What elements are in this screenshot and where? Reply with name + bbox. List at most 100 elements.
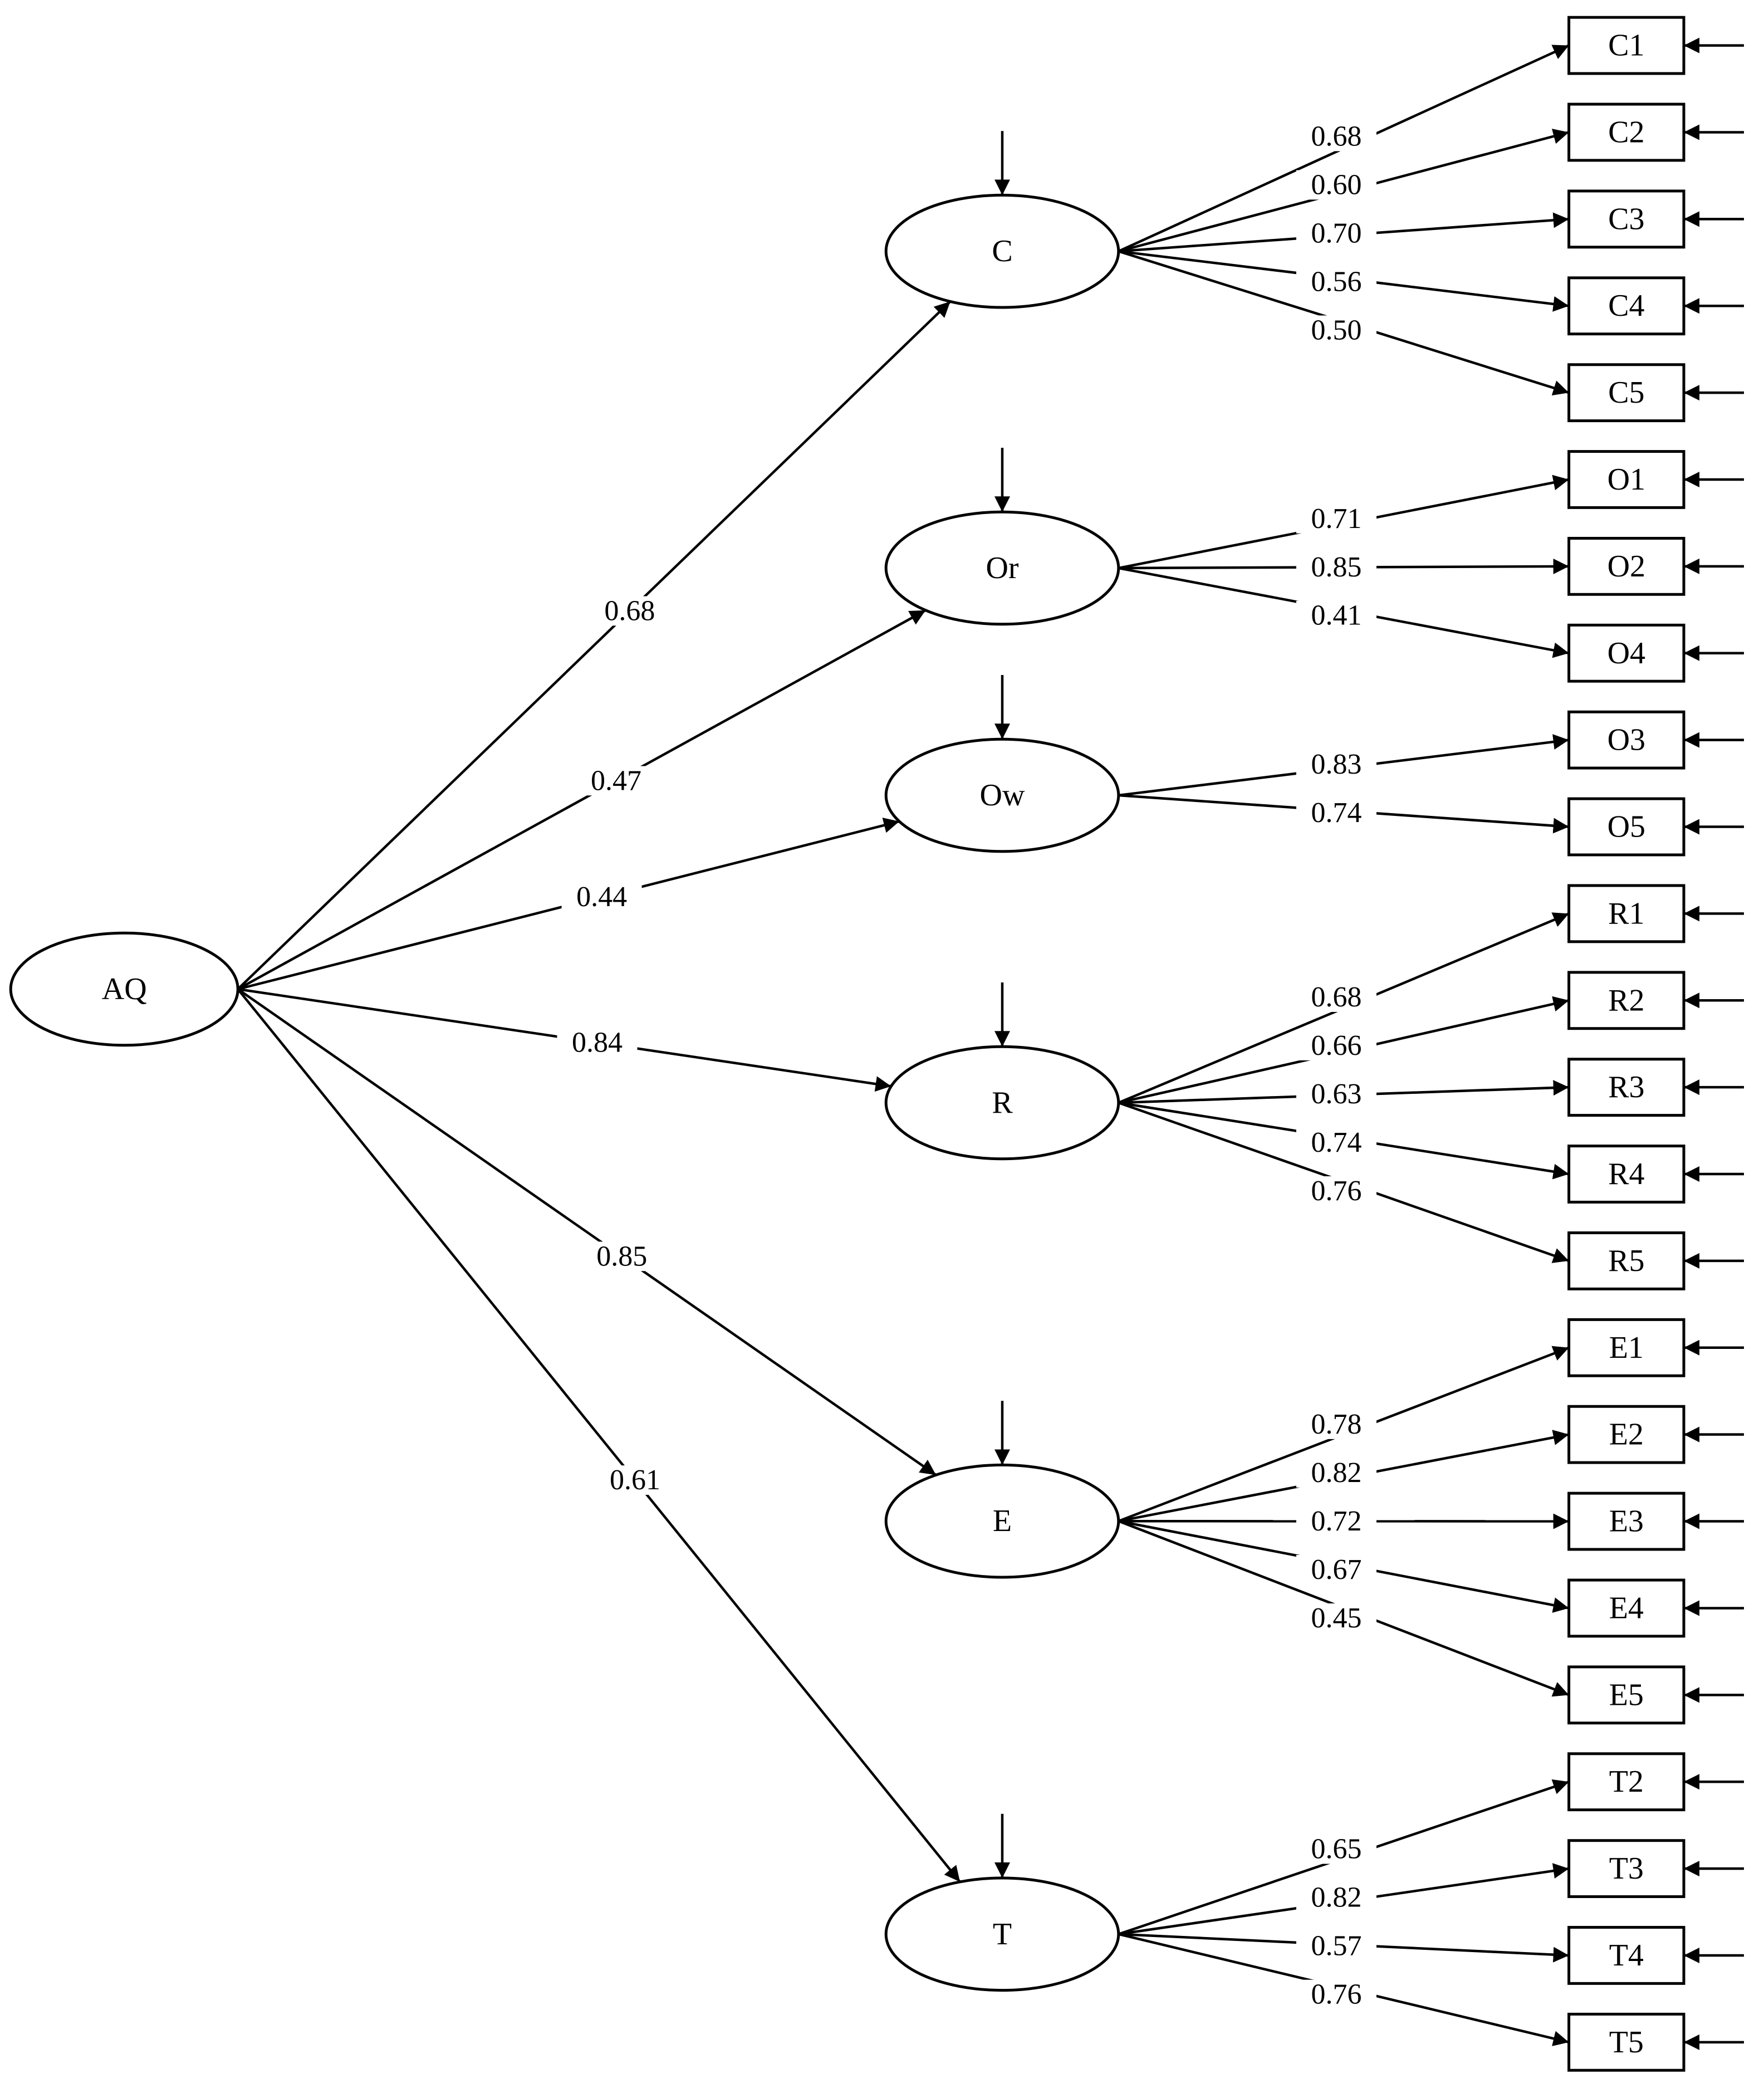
loading-label-o3-bg <box>1296 750 1376 779</box>
indicator-label-r5: R5 <box>1608 1244 1644 1278</box>
node-label-t: T <box>993 1917 1012 1952</box>
indicator-box-o5 <box>1567 797 1685 857</box>
loading-label-e3: 0.72 <box>1311 1505 1362 1537</box>
path-aq-to-t <box>237 988 961 1883</box>
loading-label-aq-c: 0.68 <box>604 595 655 627</box>
indicator-label-r2: R2 <box>1608 983 1644 1018</box>
node-label-or: Or <box>986 551 1018 585</box>
indicator-box-c4 <box>1567 276 1685 336</box>
loading-label-c4-bg <box>1296 267 1376 297</box>
loading-label-aq-or: 0.47 <box>591 765 641 796</box>
loading-label-c4: 0.56 <box>1311 266 1362 297</box>
latent-node-aq <box>9 931 239 1047</box>
loading-label-aq-t-bg <box>595 1465 675 1495</box>
indicator-label-e1: E1 <box>1609 1331 1644 1365</box>
indicator-box-c2 <box>1567 102 1685 162</box>
indicator-label-t4: T4 <box>1609 1938 1644 1973</box>
latent-node-t <box>884 1876 1120 1992</box>
loading-label-e2: 0.82 <box>1311 1457 1362 1489</box>
loading-label-c3-bg <box>1296 218 1376 248</box>
latent-node-ow <box>884 737 1120 853</box>
loading-label-c3: 0.70 <box>1311 217 1362 249</box>
loading-label-aq-t: 0.61 <box>610 1464 660 1496</box>
indicator-box-e5 <box>1567 1665 1685 1725</box>
indicator-label-c1: C1 <box>1608 28 1644 63</box>
loading-label-aq-or-bg <box>576 766 656 796</box>
indicator-box-r5 <box>1567 1231 1685 1290</box>
loading-label-r5-bg <box>1296 1176 1376 1206</box>
indicator-label-r3: R3 <box>1608 1070 1644 1104</box>
nodes-layer: AQCC1C2C3C4C5OrO1O2O4OwO3O5RR1R2R3R4R5EE… <box>9 16 1685 2072</box>
indicator-label-c5: C5 <box>1608 375 1644 410</box>
indicator-box-r4 <box>1567 1145 1685 1204</box>
loading-label-r5: 0.76 <box>1311 1175 1362 1207</box>
indicator-label-o5: O5 <box>1608 810 1645 844</box>
loading-label-o1: 0.71 <box>1311 503 1362 535</box>
loading-label-o5-bg <box>1296 798 1376 828</box>
indicator-label-t3: T3 <box>1609 1851 1644 1886</box>
indicator-label-e3: E3 <box>1609 1504 1644 1539</box>
loading-label-o2-bg <box>1296 552 1376 582</box>
indicator-label-o4: O4 <box>1608 636 1645 671</box>
indicator-box-t4 <box>1567 1926 1685 1985</box>
loading-label-aq-ow: 0.44 <box>576 881 627 913</box>
indicator-box-t2 <box>1567 1752 1685 1812</box>
indicator-box-c5 <box>1567 363 1685 423</box>
node-label-c: C <box>992 234 1012 268</box>
loading-label-r3: 0.63 <box>1311 1078 1362 1110</box>
loading-label-e5: 0.45 <box>1311 1602 1362 1634</box>
latent-node-c <box>884 193 1120 309</box>
latent-node-e <box>884 1463 1120 1579</box>
path-aq-to-c <box>237 300 952 990</box>
loading-label-r4: 0.74 <box>1311 1127 1362 1158</box>
indicator-box-t3 <box>1567 1839 1685 1898</box>
node-label-r: R <box>992 1085 1013 1120</box>
indicator-label-o3: O3 <box>1608 723 1645 757</box>
loading-label-e3-bg <box>1296 1507 1376 1536</box>
indicator-label-o2: O2 <box>1608 549 1645 584</box>
indicator-label-e2: E2 <box>1609 1417 1644 1452</box>
indicator-label-r4: R4 <box>1608 1157 1644 1191</box>
loading-label-c2: 0.60 <box>1311 169 1362 200</box>
loading-label-e4: 0.67 <box>1311 1554 1362 1586</box>
loading-label-aq-e: 0.85 <box>596 1240 647 1272</box>
indicator-box-o2 <box>1567 536 1685 596</box>
indicator-box-e2 <box>1567 1405 1685 1464</box>
loading-label-r4-bg <box>1296 1128 1376 1157</box>
edges-layer <box>237 37 1744 2050</box>
loading-label-e5-bg <box>1296 1603 1376 1633</box>
loading-label-o4: 0.41 <box>1311 600 1362 632</box>
loading-label-e1-bg <box>1296 1410 1376 1439</box>
edge-labels-layer: 0.68 0.68 0.60 0.70 0.56 0.50 0.47 0.71 0.85 0.41… <box>557 121 1376 2011</box>
indicator-label-o1: O1 <box>1608 462 1645 497</box>
indicator-box-e1 <box>1567 1318 1685 1377</box>
indicator-box-o4 <box>1567 623 1685 683</box>
indicator-label-c2: C2 <box>1608 115 1644 149</box>
indicator-box-r3 <box>1567 1058 1685 1117</box>
indicator-box-r2 <box>1567 971 1685 1030</box>
indicator-label-t5: T5 <box>1609 2025 1644 2060</box>
loading-label-r1: 0.68 <box>1311 981 1362 1013</box>
loading-label-aq-r: 0.84 <box>572 1026 623 1058</box>
latent-node-or <box>884 510 1120 626</box>
loading-label-c1-bg <box>1296 121 1376 151</box>
loading-label-c2-bg <box>1296 170 1376 200</box>
indicator-box-r1 <box>1567 884 1685 943</box>
indicator-label-e5: E5 <box>1609 1678 1644 1712</box>
indicator-box-e4 <box>1567 1578 1685 1638</box>
loading-label-o4-bg <box>1296 600 1376 630</box>
loading-label-t3: 0.82 <box>1311 1882 1362 1914</box>
indicator-box-e3 <box>1567 1491 1685 1551</box>
indicator-label-r1: R1 <box>1608 896 1644 931</box>
indicator-box-c1 <box>1567 16 1685 75</box>
loading-label-r3-bg <box>1296 1079 1376 1109</box>
node-label-ow: Ow <box>980 778 1025 813</box>
loading-label-o1-bg <box>1296 503 1376 534</box>
path-aq-to-e <box>237 988 937 1476</box>
loading-label-r2: 0.66 <box>1311 1030 1362 1062</box>
loading-label-t5-bg <box>1296 1979 1376 2009</box>
loading-label-c5: 0.50 <box>1311 314 1362 346</box>
indicator-label-c3: C3 <box>1608 202 1644 236</box>
indicator-box-o1 <box>1567 450 1685 509</box>
loading-label-aq-c-bg <box>589 596 670 626</box>
